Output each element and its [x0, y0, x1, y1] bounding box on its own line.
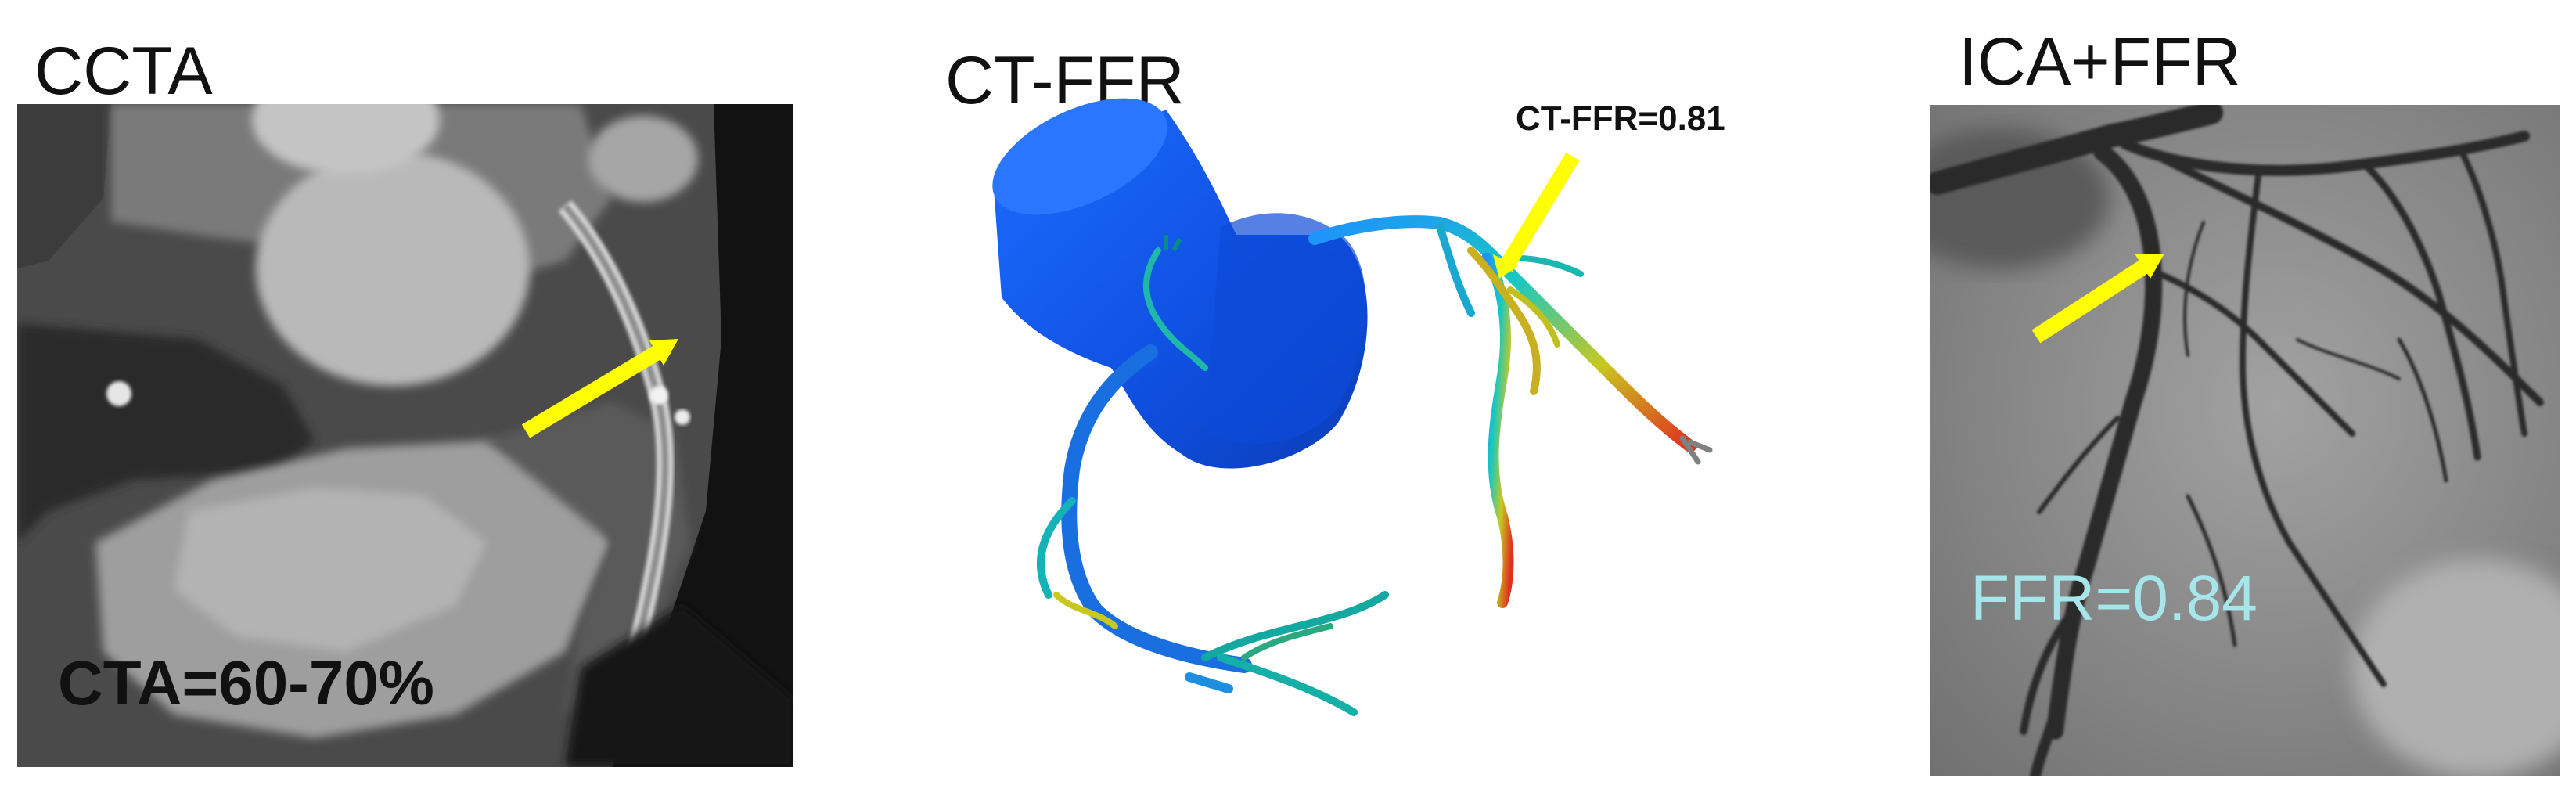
ica-angiogram-image	[1930, 105, 2560, 776]
ctffr-measurement-label: CT-FFR=0.81	[1516, 99, 1725, 138]
ica-angiogram-panel: FFR=0.84	[1930, 105, 2560, 776]
stenosis-arrow-icon	[1493, 152, 1580, 279]
ccta-image	[17, 104, 793, 767]
ica-measurement-label: FFR=0.84	[1970, 563, 2258, 634]
ccta-image-panel: CTA=60-70%	[17, 104, 793, 767]
ctffr-model-panel: CT-FFR=0.81	[970, 94, 1753, 736]
stenosis-arrow-icon	[521, 339, 678, 438]
ctffr-3d-model	[992, 98, 1713, 716]
stenosis-arrow-icon	[2031, 254, 2164, 344]
ica-title: ICA+FFR	[1959, 24, 2241, 99]
ccta-title: CCTA	[34, 34, 213, 109]
ccta-measurement-label: CTA=60-70%	[58, 648, 434, 718]
